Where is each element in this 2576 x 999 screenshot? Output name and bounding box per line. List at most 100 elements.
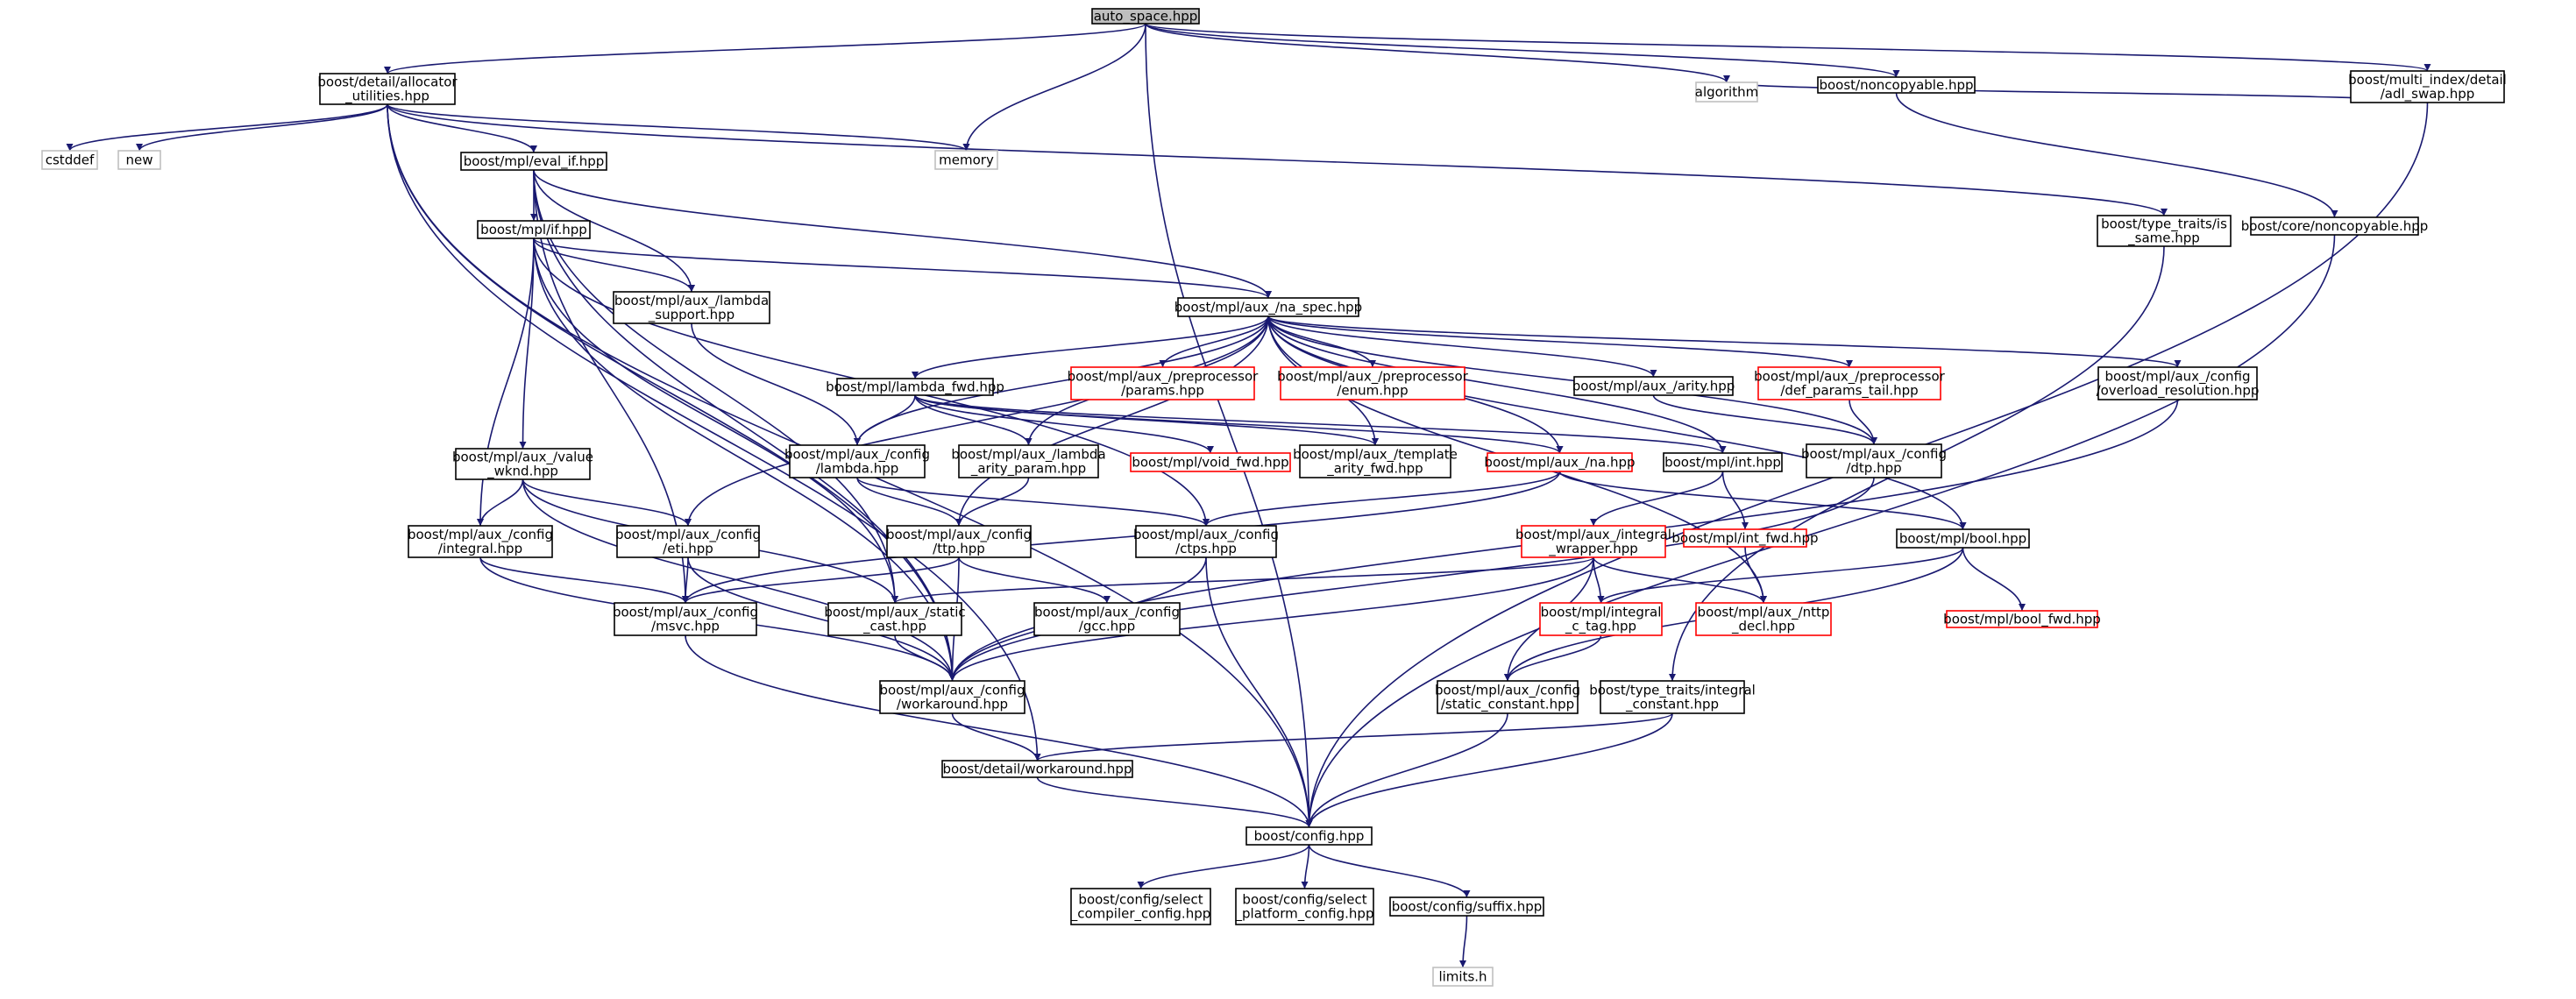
edge-na_hpp-to-bool_hpp [1558,471,1967,530]
edge-auto_space-to-algorithm [1145,23,1730,83]
node-lambda_arity_param[interactable]: boost/mpl/aux_/lambda_arity_param.hpp [951,444,1106,478]
edge-workaround-to-detail_workaround [951,712,1041,762]
edge-bool_hpp-to-bool_fwd [1962,547,2026,612]
node-config_integral[interactable]: boost/mpl/aux_/config/integral.hpp [408,525,553,558]
node-label: boost/config.hpp [1254,828,1365,844]
edge-auto_space-to-memory [962,23,1146,152]
node-eval_if[interactable]: boost/mpl/eval_if.hpp [460,152,607,171]
edge-lambda_fwd-to-int_hpp [914,394,1727,454]
node-box [1946,610,2098,628]
node-algorithm[interactable]: algorithm [1695,81,1758,103]
node-ctps[interactable]: boost/mpl/aux_/config/ctps.hpp [1133,525,1279,558]
node-ttp[interactable]: boost/mpl/aux_/config/ttp.hpp [886,525,1032,558]
edge-allocator_utilities-to-cstddef [66,103,388,152]
node-template_arity_fwd[interactable]: boost/mpl/aux_/template_arity_fwd.hpp [1293,444,1458,478]
node-noncopyable[interactable]: boost/noncopyable.hpp [1817,76,1976,94]
node-is_same[interactable]: boost/type_traits/is_same.hpp [2097,215,2232,247]
node-box [941,760,1133,778]
node-layer: auto_space.hpp boost/detail/allocator_uti… [41,8,2507,987]
edge-auto_space-to-allocator_utilities [384,23,1146,74]
node-cstddef[interactable]: cstddef [41,150,98,170]
node-limits[interactable]: limits.h [1432,967,1494,987]
node-value_wknd[interactable]: boost/mpl/aux_/value_wknd.hpp [452,448,593,480]
node-nttp_decl[interactable]: boost/mpl/aux_/nttp_decl.hpp [1695,602,1832,636]
node-label: boost/mpl/aux_/static [824,605,965,621]
node-dtp[interactable]: boost/mpl/aux_/config/dtp.hpp [1801,443,1947,478]
node-config[interactable]: boost/config.hpp [1245,826,1373,846]
node-integral_c_tag[interactable]: boost/mpl/integral_c_tag.hpp [1539,602,1663,636]
node-static_constant[interactable]: boost/mpl/aux_/config/static_constant.hp… [1435,680,1580,714]
node-msvc[interactable]: boost/mpl/aux_/config/msvc.hpp [613,602,758,636]
node-label: /adl_swap.hpp [2381,86,2475,103]
node-na_hpp[interactable]: boost/mpl/aux_/na.hpp [1484,452,1636,472]
edge-arity-to-dtp [1652,394,1877,445]
node-label: boost/mpl/aux_/arity.hpp [1572,379,1735,395]
node-label: boost/mpl/aux_/config [879,683,1025,699]
node-overload_resolution[interactable]: boost/mpl/aux_/config/overload_resolutio… [2097,366,2260,400]
node-detail_workaround[interactable]: boost/detail/workaround.hpp [941,760,1133,778]
node-bool_fwd[interactable]: boost/mpl/bool_fwd.hpp [1943,610,2101,628]
edge-config_lambda-to-ctps [856,477,1210,527]
node-integral_constant[interactable]: boost/type_traits/integral_constant.hpp [1589,680,1756,714]
node-suffix[interactable]: boost/config/suffix.hpp [1389,896,1544,917]
node-void_fwd[interactable]: boost/mpl/void_fwd.hpp [1130,452,1291,472]
edge-int_hpp-to-int_fwd [1721,471,1749,530]
node-select_platform[interactable]: boost/config/select_platform_config.hpp [1235,888,1374,925]
node-static_cast[interactable]: boost/mpl/aux_/static_cast.hpp [824,602,966,636]
node-label: boost/mpl/aux_/config [1034,605,1180,621]
node-gcc[interactable]: boost/mpl/aux_/config/gcc.hpp [1033,602,1181,636]
edge-if_hpp-to-lambda_support [533,237,695,293]
node-bool_hpp[interactable]: boost/mpl/bool.hpp [1896,528,2030,549]
node-box [1091,8,1200,25]
node-box [1695,81,1758,103]
edge-lambda_fwd-to-lambda_arity_param [914,394,1033,446]
edge-allocator_utilities-to-memory [387,103,970,152]
node-lambda_support[interactable]: boost/mpl/aux_/lambda_support.hpp [613,291,770,324]
node-lambda_fwd[interactable]: boost/mpl/lambda_fwd.hpp [826,378,1004,396]
node-box [886,525,1032,558]
node-box [827,602,962,636]
node-label: boost/config/suffix.hpp [1392,899,1543,915]
edge-lambda_fwd-to-void_fwd [914,394,1214,454]
node-core_noncopyable[interactable]: boost/core/noncopyable.hpp [2241,216,2429,236]
node-label: boost/mpl/aux_/template [1293,447,1458,464]
edge-if_hpp-to-config_integral [477,237,535,527]
node-pp_params[interactable]: boost/mpl/aux_/preprocessor/params.hpp [1068,366,1260,400]
node-box [934,150,998,170]
node-label: boost/config/select [1242,892,1366,908]
edge-na_spec-to-ttp [955,315,1269,527]
node-select_compiler[interactable]: boost/config/select_compiler_config.hpp [1070,888,1211,925]
edge-eti-to-msvc [682,556,690,604]
node-label: /dtp.hpp [1846,460,1901,476]
node-label: boost/mpl/aux_/config [1801,446,1947,463]
node-label: auto_space.hpp [1094,9,1198,25]
node-box [1135,525,1277,558]
node-eti[interactable]: boost/mpl/aux_/config/eti.hpp [615,525,761,558]
node-box [1806,443,1942,478]
node-arity[interactable]: boost/mpl/aux_/arity.hpp [1572,376,1735,396]
node-auto_space[interactable]: auto_space.hpp [1091,8,1200,25]
node-workaround[interactable]: boost/mpl/aux_/config/workaround.hpp [879,680,1025,714]
edge-na_hpp-to-msvc [682,471,1561,604]
node-integral_wrapper[interactable]: boost/mpl/aux_/integral_wrapper.hpp [1515,525,1671,558]
node-box [616,525,760,558]
node-label: boost/mpl/aux_/preprocessor [1277,369,1469,386]
node-allocator_utilities[interactable]: boost/detail/allocator_utilities.hpp [317,73,458,105]
node-na_spec[interactable]: boost/mpl/aux_/na_spec.hpp [1174,297,1362,317]
node-config_lambda[interactable]: boost/mpl/aux_/config/lambda.hpp [784,444,930,478]
edge-core_noncopyable-to-config [1305,234,2336,828]
edge-if_hpp-to-static_cast [533,237,898,604]
node-int_hpp[interactable]: boost/mpl/int.hpp [1663,452,1783,472]
node-pp_enum[interactable]: boost/mpl/aux_/preprocessor/enum.hpp [1277,366,1469,400]
node-box [1235,888,1374,925]
node-def_params_tail[interactable]: boost/mpl/aux_/preprocessor/def_params_t… [1754,366,1946,400]
node-new[interactable]: new [117,150,161,170]
node-memory[interactable]: memory [934,150,998,170]
node-label: /integral.hpp [438,541,522,556]
edge-eti-to-workaround [687,556,956,682]
node-int_fwd[interactable]: boost/mpl/int_fwd.hpp [1671,528,1819,548]
node-if_hpp[interactable]: boost/mpl/if.hpp [477,220,591,239]
node-adl_swap[interactable]: boost/multi_index/detail/adl_swap.hpp [2348,70,2507,103]
edge-allocator_utilities-to-eval_if [387,103,537,153]
